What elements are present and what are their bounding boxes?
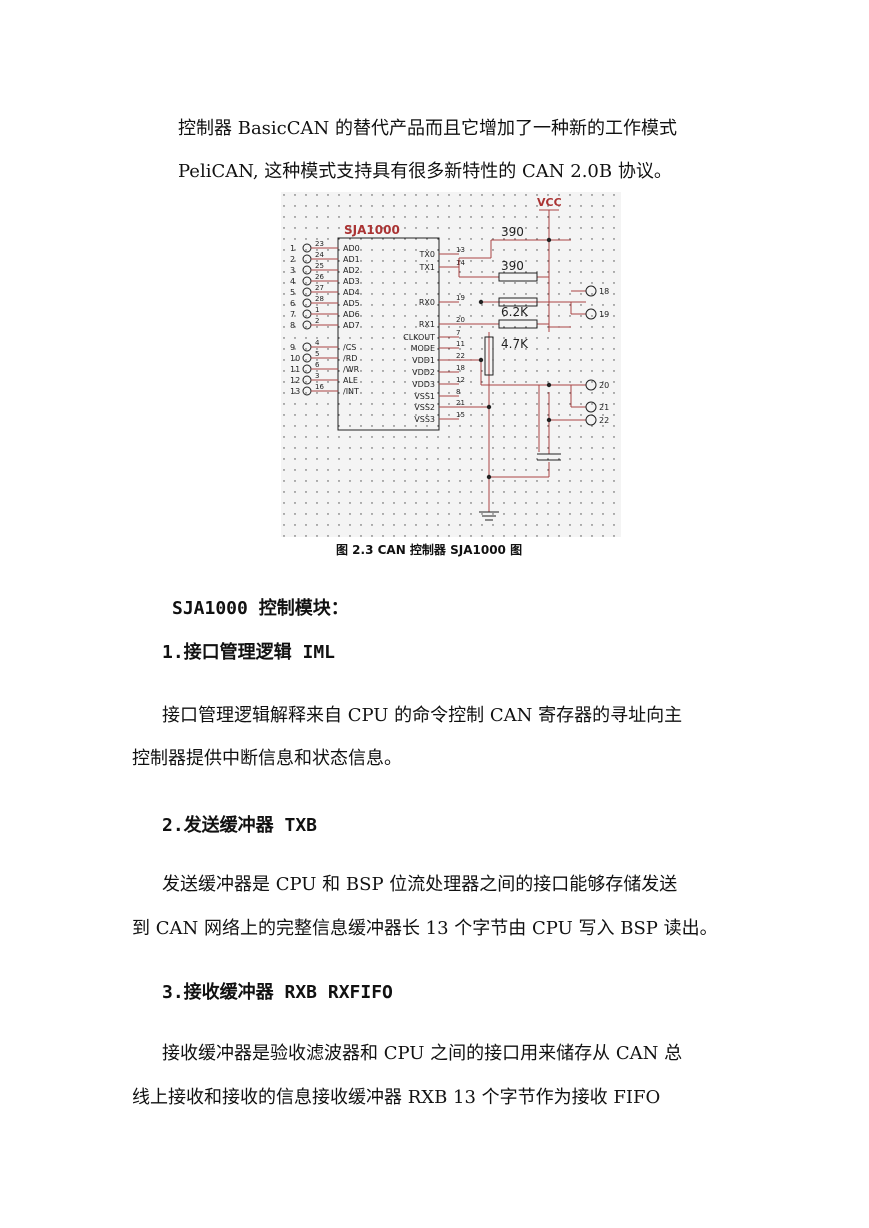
left-terminal-number: 11 (290, 365, 300, 374)
left-pin-number: 28 (315, 295, 324, 303)
left-pin-label: AD7 (343, 321, 360, 330)
right-pin-label: VSS2 (414, 403, 435, 412)
right-pin-number: 8 (456, 388, 460, 396)
section-title: SJA1000 控制模块： (172, 598, 349, 619)
right-pin-number: 7 (456, 329, 460, 337)
figure-caption: 图 2.3 CAN 控制器 SJA1000 图 (336, 543, 523, 557)
right-pin-label: VDD1 (412, 356, 435, 365)
section-1-line-2: 控制器提供中断信息和状态信息。 (132, 748, 402, 769)
terminal-20: 20 (599, 381, 609, 390)
left-pin-number: 16 (315, 383, 324, 391)
right-pin-label: VSS3 (414, 415, 435, 424)
left-pin-number: 27 (315, 284, 324, 292)
left-terminal-number: 2 (290, 255, 295, 264)
left-pin-label: AD0 (343, 244, 360, 253)
left-pin-label: AD3 (343, 277, 360, 286)
left-pin-number: 6 (315, 361, 320, 369)
left-terminal-number: 12 (290, 376, 300, 385)
left-pin-label: AD6 (343, 310, 360, 319)
left-pin-label: AD4 (343, 288, 360, 297)
left-pin-label: /CS (343, 343, 356, 352)
left-pin-label: ALE (343, 376, 358, 385)
right-pin-label: MODE (411, 344, 435, 353)
right-pin-number: 22 (456, 352, 465, 360)
chip-name: SJA1000 (344, 223, 400, 237)
left-pin-label: AD5 (343, 299, 360, 308)
right-pin-number: 12 (456, 376, 465, 384)
right-pin-label: RX1 (419, 320, 435, 329)
left-pin-label: /INT (343, 387, 359, 396)
right-pin-label: VDD3 (412, 380, 435, 389)
left-pin-number: 5 (315, 350, 319, 358)
left-pin-number: 24 (315, 251, 324, 259)
right-pin-number: 18 (456, 364, 465, 372)
terminal-18: 18 (599, 287, 609, 296)
left-terminal-number: 4 (290, 277, 295, 286)
left-pin-label: /WR (343, 365, 360, 374)
left-pin-number: 26 (315, 273, 324, 281)
right-pin-label: RX0 (419, 298, 435, 307)
left-terminal-number: 5 (290, 288, 295, 297)
intro-line-1: 控制器 BasicCAN 的替代产品而且它增加了一种新的工作模式 (178, 118, 677, 139)
left-terminal-number: 9 (290, 343, 295, 352)
terminal-22: 22 (599, 416, 609, 425)
right-pin-label: TX0 (419, 250, 435, 259)
right-pin-number: 15 (456, 411, 465, 419)
resistor-1-value: 390 (501, 225, 524, 239)
left-pin-number: 2 (315, 317, 319, 325)
left-pin-label: AD2 (343, 266, 360, 275)
chip-body (337, 237, 440, 431)
terminal-21: 21 (599, 403, 609, 412)
right-pin-label: VDD2 (412, 368, 435, 377)
resistor-3-value: 6.2K (501, 305, 529, 319)
section-3-heading: 3.接收缓冲器 RXB RXFIFO (162, 982, 393, 1003)
section-1-line-1: 接口管理逻辑解释来自 CPU 的命令控制 CAN 寄存器的寻址向主 (162, 705, 683, 726)
right-pin-number: 13 (456, 246, 465, 254)
left-terminal-number: 8 (290, 321, 295, 330)
left-terminal-number: 1 (290, 244, 295, 253)
section-2-line-1: 发送缓冲器是 CPU 和 BSP 位流处理器之间的接口能够存储发送 (162, 874, 678, 895)
right-pin-number: 14 (456, 259, 465, 267)
right-pin-number: 19 (456, 294, 465, 302)
vcc-label: VCC (537, 196, 562, 209)
left-pin-number: 3 (315, 372, 319, 380)
left-pin-number: 1 (315, 306, 319, 314)
section-2-line-2: 到 CAN 网络上的完整信息缓冲器长 13 个字节由 CPU 写入 BSP 读出… (132, 918, 718, 939)
resistor-2-value: 390 (501, 259, 524, 273)
section-1-heading: 1.接口管理逻辑 IML (162, 642, 336, 663)
section-3-line-1: 接收缓冲器是验收滤波器和 CPU 之间的接口用来储存从 CAN 总 (162, 1043, 683, 1064)
left-pin-number: 4 (315, 339, 320, 347)
right-pin-number: 21 (456, 399, 465, 407)
section-3-line-2: 线上接收和接收的信息接收缓冲器 RXB 13 个字节作为接收 FIFO (132, 1087, 661, 1108)
left-terminal-number: 7 (290, 310, 295, 319)
left-pin-label: /RD (343, 354, 357, 363)
right-pin-number: 11 (456, 340, 465, 348)
intro-line-2: PeliCAN, 这种模式支持具有很多新特性的 CAN 2.0B 协议。 (178, 161, 672, 182)
left-terminal-number: 3 (290, 266, 295, 275)
left-pin-label: AD1 (343, 255, 360, 264)
right-pin-label: VSS1 (414, 392, 435, 401)
left-terminal-number: 10 (290, 354, 300, 363)
left-pin-number: 23 (315, 240, 324, 248)
resistor-4-value: 4.7K (501, 337, 529, 351)
left-terminal-number: 13 (290, 387, 300, 396)
left-terminal-number: 6 (290, 299, 295, 308)
section-2-heading: 2.发送缓冲器 TXB (162, 815, 318, 836)
terminal-19: 19 (599, 310, 609, 319)
right-pin-label: TX1 (419, 263, 435, 272)
left-pin-number: 25 (315, 262, 324, 270)
right-pin-label: CLKOUT (403, 333, 435, 342)
right-pin-number: 20 (456, 316, 465, 324)
